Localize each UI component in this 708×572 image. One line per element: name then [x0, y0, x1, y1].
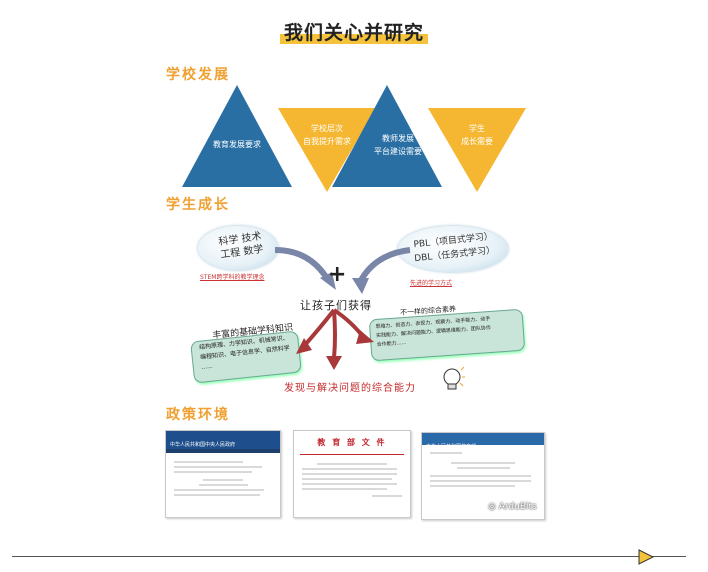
doc1-body [166, 453, 280, 504]
red-arrow-down-curve [332, 309, 337, 359]
red-arrows [296, 308, 374, 370]
section-heading-student: 学生成长 [166, 197, 230, 213]
wechat-icon: ◎ [488, 502, 499, 512]
doc1-nav [166, 449, 280, 453]
red-arrow-right-head [356, 330, 374, 344]
plus-sign: + [328, 262, 347, 287]
doc3-header-bar: 中华人民共和国教育部 [422, 433, 544, 450]
triangle-teacher [332, 85, 442, 187]
converging-arrows [274, 247, 411, 294]
section-heading-policy: 政策环境 [166, 407, 230, 423]
pbl-caption: 先进的学习方式 [410, 280, 453, 287]
triangles-diagram [182, 85, 526, 192]
right-arrow-head [352, 278, 369, 294]
right-arrow-curve [357, 247, 411, 284]
left-arrow-head [320, 272, 336, 290]
bottom-divider [12, 556, 686, 557]
stem-bubble [198, 226, 278, 270]
left-arrow-curve [274, 247, 331, 282]
doc3-body [422, 445, 544, 494]
light-bulb-icon [443, 366, 465, 390]
watermark: ◎ ArduBits [488, 502, 537, 512]
policy-doc-3[interactable]: 中华人民共和国教育部 [421, 432, 545, 520]
page-title: 我们关心并研究 [0, 18, 708, 45]
triangle-label-student: 学生成长需要 [461, 124, 493, 146]
doc3-header: 中华人民共和国教育部 [426, 444, 477, 450]
pbl-bubble [398, 226, 508, 272]
red-arrow-down-head [326, 356, 342, 370]
ability-text: 发现与解决问题的综合能力 [284, 383, 416, 394]
policy-doc-2[interactable]: 教 育 部 文 件 [293, 430, 411, 518]
triangle-school [278, 108, 376, 192]
play-icon[interactable] [637, 548, 655, 566]
stem-caption: STEM跨学科的教学理念 [200, 274, 265, 281]
doc2-body [294, 458, 410, 499]
triangle-label-education: 教育发展要求 [213, 140, 261, 149]
section-heading-school: 学校发展 [166, 67, 230, 83]
doc1-header-bar: 中华人民共和国中央人民政府 [166, 431, 280, 449]
doc2-red-rule [300, 454, 404, 455]
doc1-header: 中华人民共和国中央人民政府 [170, 442, 236, 448]
red-arrow-left-head [296, 338, 312, 354]
triangle-label-teacher: 教师发展平台建设需要 [374, 134, 422, 156]
triangle-student [428, 108, 526, 192]
policy-doc-1[interactable]: 中华人民共和国中央人民政府 [165, 430, 281, 518]
red-arrow-left-curve [302, 308, 336, 348]
doc2-header: 教 育 部 文 件 [317, 438, 387, 447]
center-text: 让孩子们获得 [300, 299, 372, 312]
triangle-education [182, 85, 292, 187]
triangle-label-school: 学校层次自我提升需求 [303, 124, 351, 146]
